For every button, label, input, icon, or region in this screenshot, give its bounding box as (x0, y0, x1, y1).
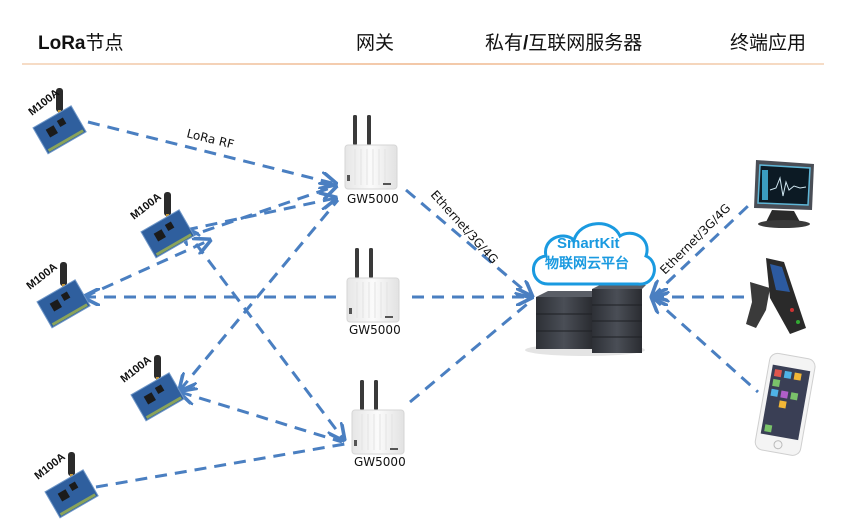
header-lora-bold: LoRa (38, 33, 86, 54)
node-label: M100A (24, 261, 59, 292)
header-server-private: 私有 (485, 32, 524, 54)
gateway-icon (346, 247, 400, 323)
node-label: M100A (118, 354, 153, 385)
link-node4-gw1 (180, 199, 340, 390)
gateway-icon (351, 379, 405, 455)
node-label: M100A (32, 451, 67, 482)
handheld-scanner-icon (746, 258, 806, 334)
lora-node: M100A (128, 191, 195, 259)
gateway-label: GW5000 (347, 192, 399, 206)
header-divider (22, 63, 824, 65)
header-server-internet: 互联网服务器 (528, 32, 643, 54)
terminal-scanner (746, 258, 806, 334)
cloud-subtitle: 物联网云平台 (545, 255, 629, 272)
lora-node: M100A (24, 261, 91, 329)
smartphone-icon (754, 352, 816, 456)
gateway: GW5000 (351, 379, 406, 469)
link-server-monitor (652, 204, 750, 297)
cloud-icon (532, 222, 656, 286)
node-label: M100A (128, 191, 163, 222)
header-lora-nodes: LoRa节点 (38, 28, 124, 55)
link-gw1-server (405, 188, 532, 297)
server-tower-icon (592, 285, 646, 353)
link-node3-node2 (83, 240, 210, 299)
link-node5-gw3 (95, 442, 346, 489)
servers (525, 285, 646, 356)
cloud-platform: SmartKit 物联网云平台 (532, 222, 656, 286)
terminal-monitor (754, 160, 814, 228)
gateway-label: GW5000 (349, 323, 401, 337)
link-node2-gw1b (185, 198, 336, 232)
link-node1-gw1 (87, 120, 336, 184)
gateway: GW5000 (344, 114, 399, 206)
cloud-title: SmartKit (557, 235, 620, 252)
links (83, 120, 760, 489)
header-server: 私有/互联网服务器 (485, 28, 642, 55)
link-server-phone (652, 297, 760, 394)
backhaul-label: Ethernet/3G/4G (428, 188, 501, 267)
lora-node: M100A (32, 451, 99, 519)
header-gateway: 网关 (356, 32, 395, 54)
header-server-sep: / (523, 33, 529, 54)
gateway-label: GW5000 (354, 455, 406, 469)
gateway-icon (344, 114, 398, 190)
monitor-icon (754, 160, 814, 228)
header-terminal-apps: 终端应用 (730, 32, 807, 54)
lora-node: M100A (118, 354, 185, 422)
link-gw3-server (409, 298, 533, 404)
header-lora-rest: 节点 (85, 32, 124, 54)
lora-node: M100A (26, 87, 87, 155)
server-icon (536, 291, 600, 349)
gateway: GW5000 (346, 247, 401, 337)
app-link-label: Ethernet/3G/4G (657, 201, 733, 277)
link-node4-gw3 (180, 392, 343, 444)
terminal-phone (754, 352, 816, 456)
link-node2-gw3 (184, 228, 344, 440)
